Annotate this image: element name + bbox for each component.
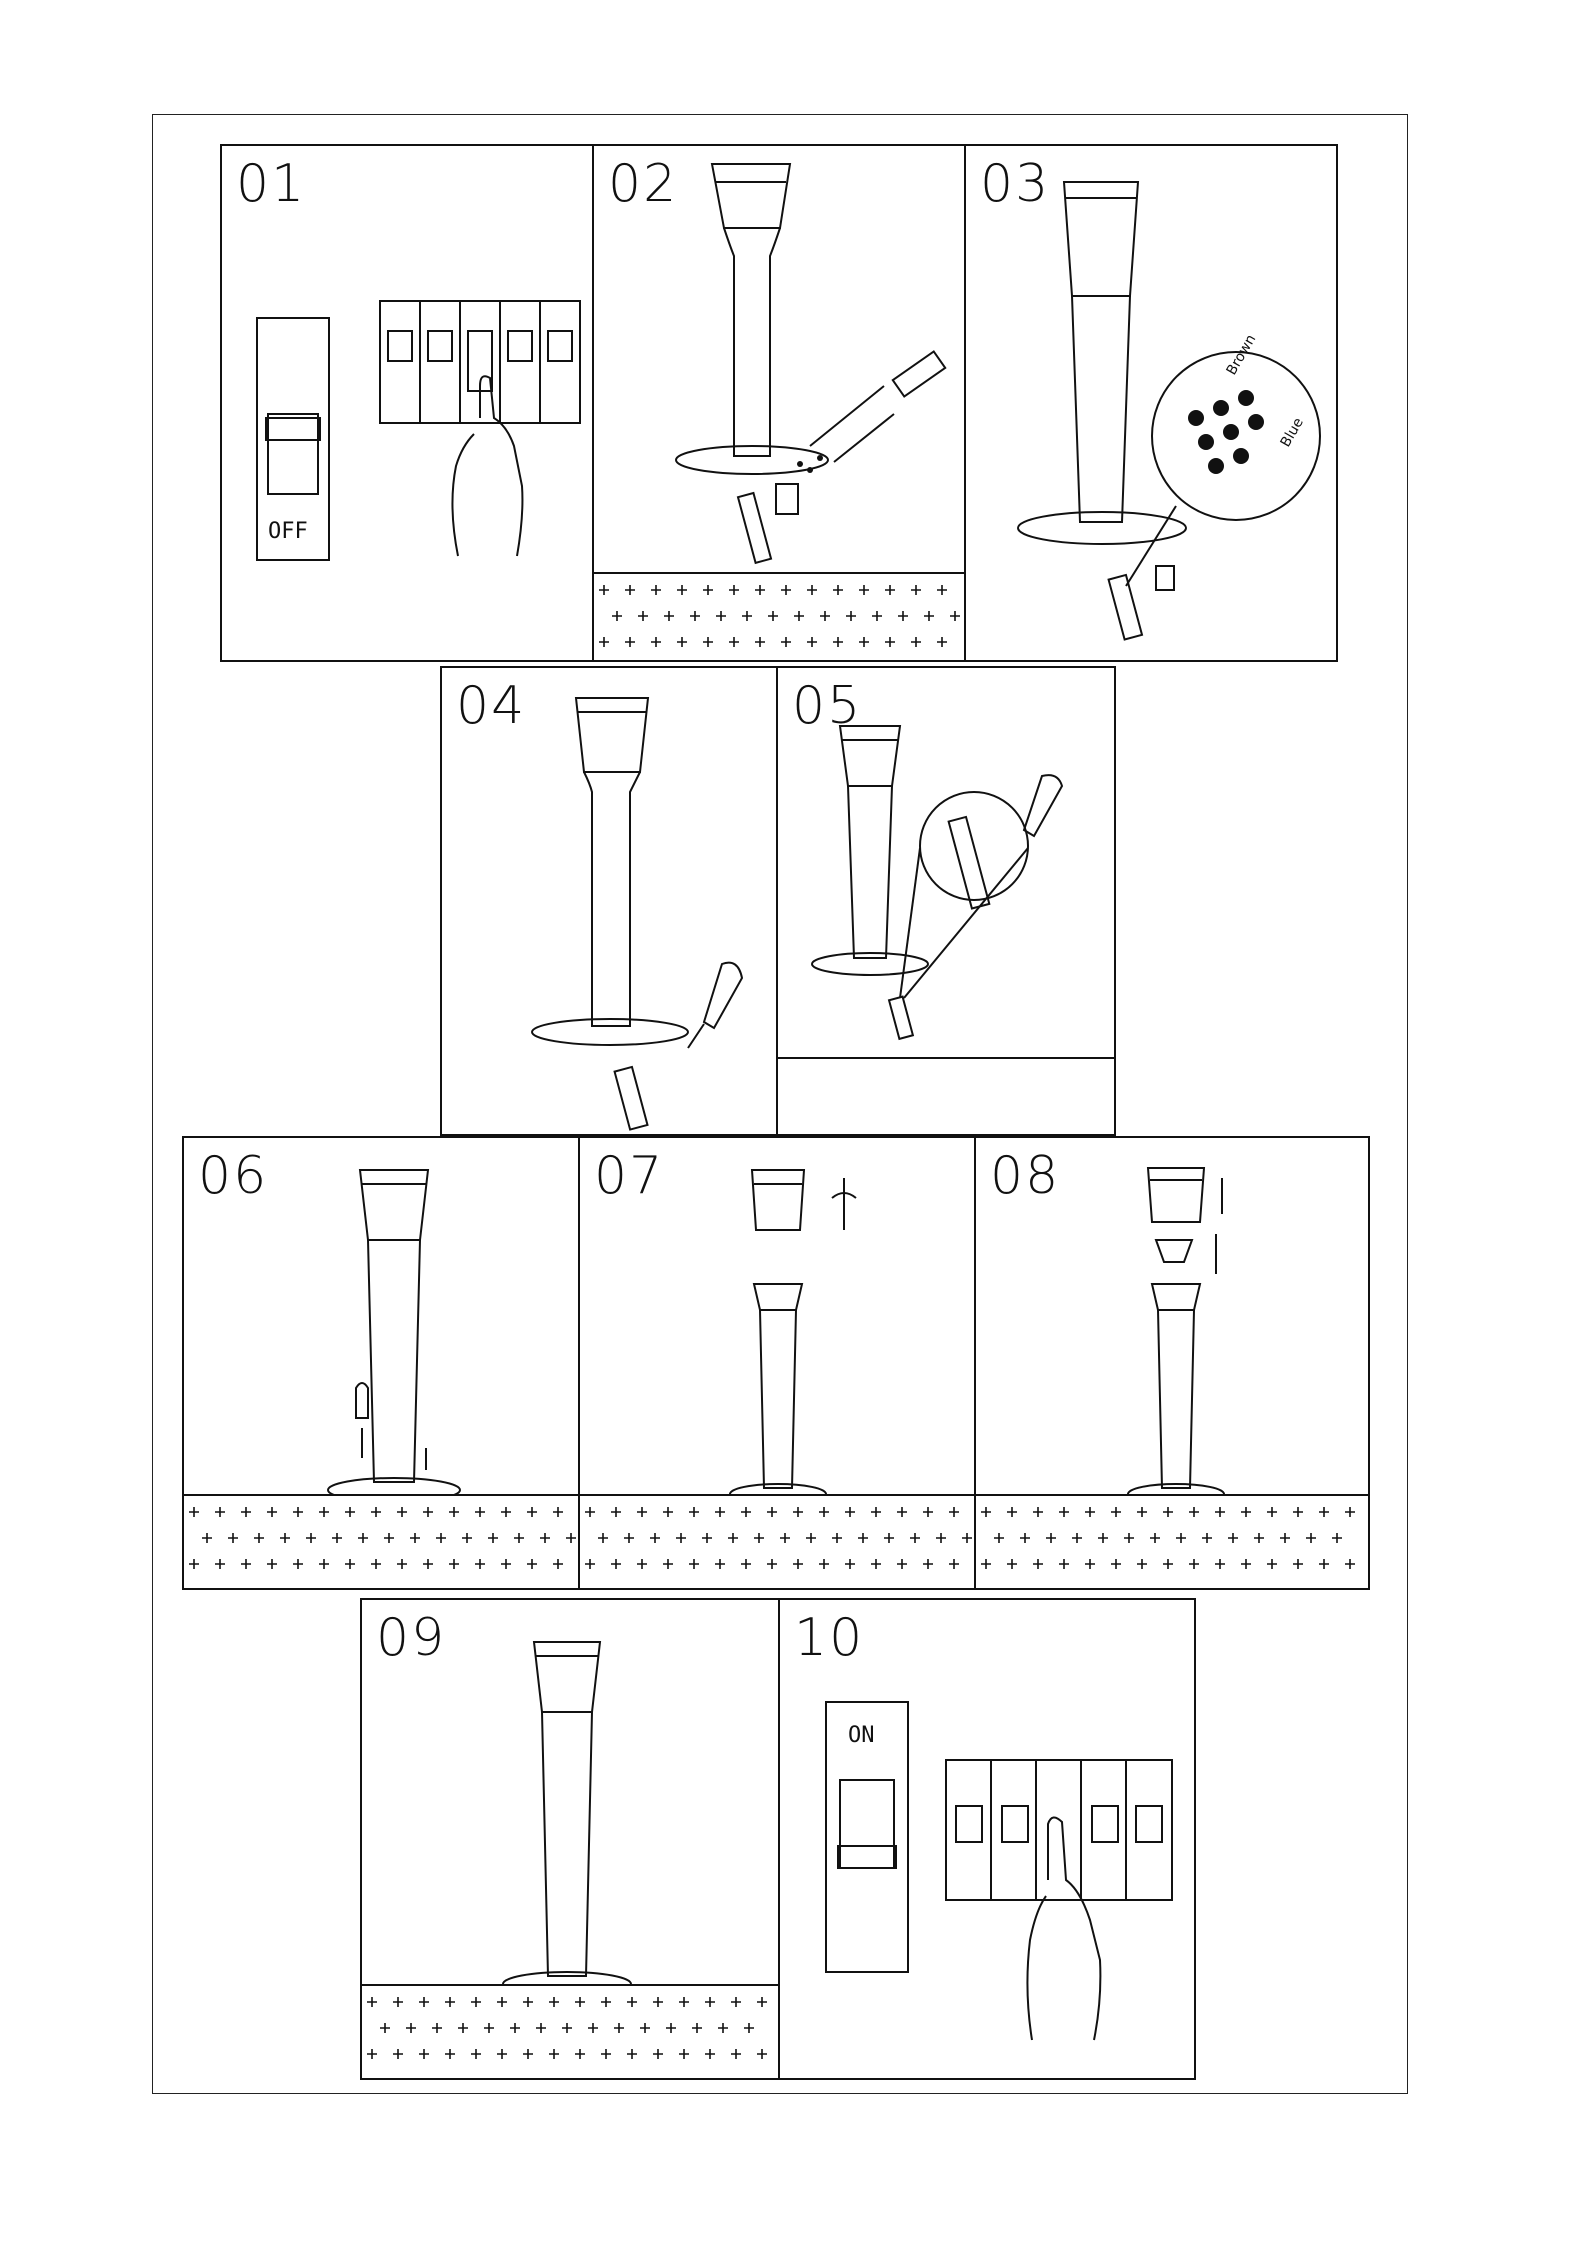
step-08-panel: 08 bbox=[974, 1136, 1370, 1590]
switch-label: OFF bbox=[268, 519, 308, 544]
ground-soil bbox=[362, 1984, 778, 2078]
wire-label-blue: Blue bbox=[1278, 415, 1307, 450]
ground-soil bbox=[184, 1494, 578, 1588]
soil-pattern bbox=[976, 1496, 1368, 1590]
ground-soil bbox=[976, 1494, 1368, 1588]
step-07-panel: 07 bbox=[578, 1136, 976, 1590]
step-10-panel: 10 ON bbox=[778, 1598, 1196, 2080]
lamp-screwdriver-illustration bbox=[442, 668, 778, 1136]
step-05-panel: 05 bbox=[776, 666, 1116, 1136]
ground-soil bbox=[594, 572, 964, 660]
breaker-on-illustration: ON bbox=[780, 1600, 1196, 2080]
step-02-panel: 02 bbox=[592, 144, 966, 662]
step-01-panel: 01 OFF bbox=[220, 144, 594, 662]
soil-pattern bbox=[362, 1986, 778, 2080]
ground-soil bbox=[580, 1494, 974, 1588]
step-04-panel: 04 bbox=[440, 666, 778, 1136]
soil-pattern bbox=[594, 574, 964, 662]
lamp-driver-detail-illustration bbox=[778, 668, 1116, 1136]
soil-pattern bbox=[184, 1496, 578, 1590]
step-09-panel: 09 bbox=[360, 1598, 780, 2080]
soil-pattern bbox=[580, 1496, 974, 1590]
wiring-terminal-illustration: Brown Blue bbox=[966, 146, 1338, 662]
breaker-off-illustration: OFF bbox=[222, 146, 594, 662]
switch-label: ON bbox=[848, 1723, 875, 1748]
step-06-panel: 06 bbox=[182, 1136, 580, 1590]
step-03-panel: 03 Brown Blue bbox=[964, 144, 1338, 662]
